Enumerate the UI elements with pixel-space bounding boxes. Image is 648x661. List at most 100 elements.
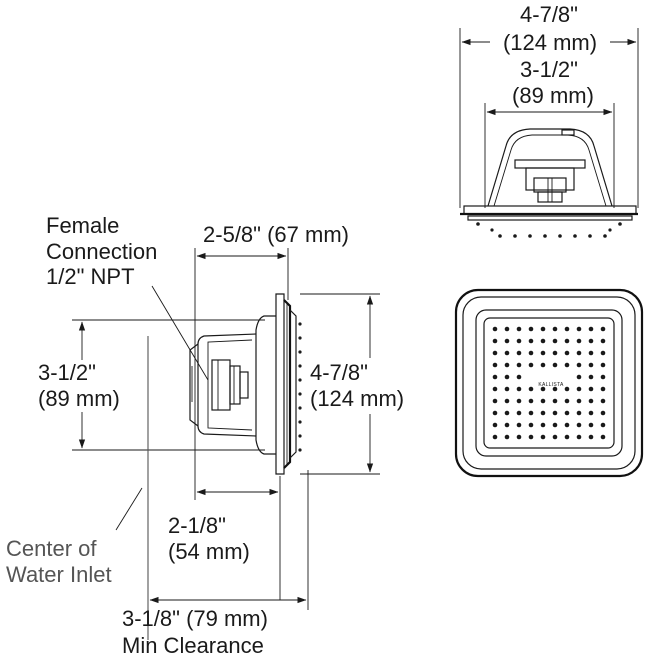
spray-nozzle: [540, 434, 546, 440]
top-view: 4-7/8" (124 mm) 3-1/2" (89 mm): [459, 2, 639, 238]
spray-nozzle: [504, 338, 510, 344]
offset-mm: (54 mm): [168, 539, 250, 564]
spray-nozzle: [516, 350, 522, 356]
spray-nozzle: [516, 410, 522, 416]
spray-nozzle: [588, 374, 594, 380]
spray-nozzle: [504, 350, 510, 356]
side-view-nozzles: [298, 322, 302, 452]
connection-note-line3: 1/2" NPT: [46, 264, 135, 289]
spray-nozzle: [600, 398, 606, 404]
top-view-body: [460, 128, 638, 238]
brand-logo-text: KALLISTA: [538, 382, 564, 388]
spray-nozzle: [528, 362, 534, 368]
spray-nozzle: [588, 434, 594, 440]
front-nozzle-grid: [492, 326, 606, 440]
spray-nozzle: [504, 386, 510, 392]
spray-nozzle: [552, 326, 558, 332]
spray-nozzle: [540, 422, 546, 428]
spray-nozzle: [552, 422, 558, 428]
spray-nozzle: [564, 398, 570, 404]
spray-nozzle: [504, 434, 510, 440]
spray-nozzle: [600, 374, 606, 380]
left-height-inch: 3-1/2": [38, 360, 96, 385]
spray-nozzle: [528, 338, 534, 344]
top-inner-width-inch: 3-1/2": [520, 57, 578, 82]
top-inner-width-mm: (89 mm): [512, 83, 594, 108]
clearance-note: Min Clearance: [122, 633, 264, 658]
spray-nozzle: [540, 350, 546, 356]
spray-nozzle: [552, 362, 558, 368]
spray-nozzle: [492, 422, 498, 428]
spray-nozzle: [576, 362, 582, 368]
spray-nozzle: [516, 434, 522, 440]
spray-nozzle: [600, 422, 606, 428]
inlet-leader-line: [115, 487, 143, 531]
offset-inch: 2-1/8": [168, 513, 226, 538]
inlet-note-line1: Center of: [6, 536, 97, 561]
spray-nozzle: [564, 338, 570, 344]
side-view-body: [189, 293, 302, 475]
spray-nozzle: [528, 398, 534, 404]
spray-nozzle: [540, 410, 546, 416]
spray-nozzle: [564, 326, 570, 332]
spray-nozzle: [600, 326, 606, 332]
spray-nozzle: [600, 350, 606, 356]
spray-nozzle: [492, 374, 498, 380]
spray-nozzle: [528, 434, 534, 440]
spray-nozzle: [588, 422, 594, 428]
spray-nozzle: [588, 350, 594, 356]
spray-nozzle: [588, 362, 594, 368]
spray-nozzle: [516, 398, 522, 404]
spray-nozzle: [516, 326, 522, 332]
spray-nozzle: [516, 386, 522, 392]
spray-nozzle: [588, 398, 594, 404]
spray-nozzle: [564, 362, 570, 368]
spray-nozzle: [564, 410, 570, 416]
spray-nozzle: [588, 338, 594, 344]
spray-nozzle: [492, 386, 498, 392]
spray-nozzle: [564, 350, 570, 356]
spray-nozzle: [576, 434, 582, 440]
inlet-note-line2: Water Inlet: [6, 562, 112, 587]
spray-nozzle: [600, 410, 606, 416]
spray-nozzle: [576, 374, 582, 380]
front-third-frame: [475, 309, 623, 457]
front-view: KALLISTA: [454, 288, 644, 478]
front-spray-face: [483, 317, 615, 449]
right-height-inch: 4-7/8": [310, 360, 368, 385]
spray-nozzle: [504, 362, 510, 368]
front-second-frame: [462, 296, 636, 470]
spray-nozzle: [588, 386, 594, 392]
spray-nozzle: [552, 410, 558, 416]
spray-nozzle: [492, 410, 498, 416]
top-outer-width-inch: 4-7/8": [520, 2, 578, 27]
spray-nozzle: [528, 350, 534, 356]
side-view: Female Connection 1/2" NPT 2-5/8" (67 mm…: [6, 213, 404, 658]
spray-nozzle: [504, 398, 510, 404]
spray-nozzle: [576, 410, 582, 416]
spray-nozzle: [492, 326, 498, 332]
spray-nozzle: [600, 362, 606, 368]
spray-nozzle: [600, 338, 606, 344]
depth-dimension-label: 2-5/8" (67 mm): [203, 222, 349, 247]
spray-nozzle: [576, 338, 582, 344]
spray-nozzle: [504, 410, 510, 416]
spray-nozzle: [552, 386, 558, 392]
spray-nozzle: [528, 410, 534, 416]
front-outer-frame: [454, 288, 644, 478]
top-outer-width-mm: (124 mm): [503, 30, 597, 55]
spray-nozzle: [600, 386, 606, 392]
spray-nozzle: [516, 338, 522, 344]
spray-nozzle: [492, 362, 498, 368]
spray-nozzle: [576, 422, 582, 428]
spray-nozzle: [504, 326, 510, 332]
spray-nozzle: [600, 434, 606, 440]
spray-nozzle: [528, 386, 534, 392]
spray-nozzle: [552, 398, 558, 404]
connection-note-line1: Female: [46, 213, 119, 238]
connection-note-line2: Connection: [46, 239, 157, 264]
spray-nozzle: [564, 422, 570, 428]
clearance-value: 3-1/8" (79 mm): [122, 606, 268, 631]
left-height-mm: (89 mm): [38, 386, 120, 411]
